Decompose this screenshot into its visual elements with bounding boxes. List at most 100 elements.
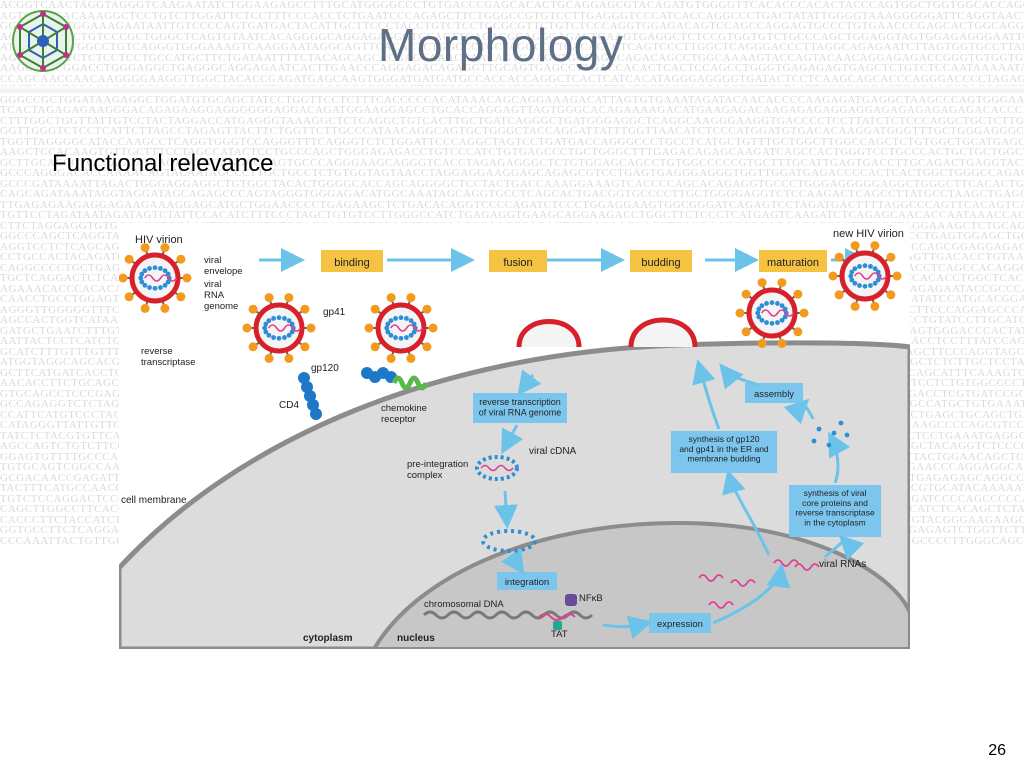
dna-sequence-line: CAGCAGATAAATAGGTAGGATAGCAGAGCCCAGTAGGGTG… [0,188,1024,200]
virion-binding-spike [300,304,310,314]
dna-sequence-line: AAGCTCCACAAGTGTTGCTTTCCTAGCCATACTCCTGCCC… [0,146,1024,158]
label-tat: TAT [551,629,568,640]
stage-maturation-label: maturation [767,257,819,269]
assembly-protein-dot [844,432,850,438]
virion-fusion-capsid-bead [404,335,409,340]
virion-new-envelope [839,250,891,302]
hiv-life-cycle-diagram: binding fusion budding maturation HIV vi… [119,228,910,649]
label-cd4: CD4 [279,400,299,411]
virion-binding-capsid-bead [263,329,269,335]
virion-maturing-capsid-bead [759,303,765,309]
assembly-protein-dot [811,438,817,444]
assembly-protein-dot [826,442,832,448]
budding-bud [628,317,698,348]
virion-fusion-envelope [375,302,427,354]
virion-initial-spike [160,303,170,313]
virion-fusion-spike [422,342,432,352]
chemokine-receptor-mark [391,375,429,391]
virion-initial-spike [119,273,128,283]
virion-maturing-capsid-bead [779,317,785,323]
virion-initial-capsid-bead [162,268,168,274]
virion-fusion-capsid-bead [411,329,417,335]
virion-new-capsid-bead [857,264,862,269]
slide-header: Morphology [0,0,1024,100]
stage-budding-label: budding [641,257,680,269]
dna-sequence-line: ACGGTCAACTAGGTAGGGTCAAGAATATCTGGAAGAGCCT… [0,0,1024,11]
virion-binding-capsid-bead [271,316,276,321]
header-divider [0,86,1024,94]
virion-fusion-capsid-bead [404,316,409,321]
virion-new-spike [834,290,844,300]
virion-binding-spike [284,293,294,303]
virion-maturing-capsid-bead [755,310,761,316]
dna-sequence-line: ACCCGTGGACTGTCCCGCTGGGCTCAGTGTAATCACAGGG… [0,30,1024,43]
virion-maturing-spike [757,338,767,348]
virion-initial-envelope [129,252,181,304]
label-chromosomal-dna: chromosomal DNA [424,599,504,610]
stage-binding: binding [321,250,383,272]
dna-sequence-line: CTTTGGCTGGTTATTGTCCTACTAGGACCATGAGGGTAAA… [0,114,1024,127]
stage-budding: budding [630,250,692,272]
virion-initial-spike [160,243,170,253]
virion-fusion-spike [386,293,396,303]
virion-fusion-spike [428,323,438,333]
virion-initial-capsid-bead [158,285,163,290]
virion-initial-spike [176,292,186,302]
nfkb-mark [565,594,577,606]
virion-new-spike [850,301,860,311]
virion-initial-spike [124,254,134,264]
label-new-hiv-virion: new HIV virion [833,228,904,240]
virion-fusion-rna [389,324,424,332]
slide-title: Morphology [378,19,624,71]
dna-sequence-line: TGGTTAGGGGCATACCAAGCCTCAGGTGGGTCCAGGGTTT… [0,135,1024,148]
virion-maturing-capsid-bead [764,320,769,325]
dna-sequence-line: AGTCCTTGACAAAGGCTCCTGTCTTGGATTCTCCTTTCCC… [0,9,1024,22]
virion-fusion-capsid-bead [388,332,394,338]
flow-arrows [493,359,865,640]
virion-maturing-spike [735,308,745,318]
process-expression-label: expression [657,619,703,630]
virion-new-spike [870,301,880,311]
virion-binding-rna [267,324,302,332]
virion-binding-spike [264,293,274,303]
process-assembly: assembly [745,383,803,403]
virion-binding-capsid-bead [266,332,272,338]
virion-binding-capsid-bead [276,335,282,341]
virion-maturing-envelope [746,287,798,339]
virion-maturing-capsid-bead [779,303,785,309]
virion-fusion-capsid-bead [398,335,404,341]
viral-cdna-mark [480,464,514,472]
virion-binding-spike [300,342,310,352]
hiv-life-cycle-figure: binding fusion budding maturation HIV vi… [119,223,910,649]
chromosomal-dna-mark [422,610,594,620]
virion-fusion-capsid-bead [398,315,404,321]
virion-binding-capsid-bead [289,329,295,335]
virion-new-rna [853,272,888,280]
virion-fusion-capsid-bead [393,316,398,321]
virion-initial-capsid-bead [147,266,152,271]
virion-maturing-capsid-bead [782,314,788,320]
virion-maturing-spike [741,327,751,337]
page-number: 26 [988,742,1006,759]
virion-maturing-capsid-bead [775,320,780,325]
label-viral-rnas: viral RNAs [819,559,866,570]
virion-initial-rna [143,274,178,282]
dna-sequence-line: TCACTAGAGAGAAGGGACAGAGAAGGAGGGGGGAGGACAG… [0,104,1024,116]
fusion-bud [516,319,582,348]
virion-binding-spike [306,323,316,333]
tat-mark [553,621,562,630]
virion-initial-capsid-bead [139,279,145,285]
assembly-protein-dot [831,430,837,436]
virion-maturing-capsid-bead [764,301,769,306]
label-nucleus: nucleus [397,633,435,644]
virion-initial-capsid-bead [139,271,145,277]
virion-new-spike [828,271,838,281]
